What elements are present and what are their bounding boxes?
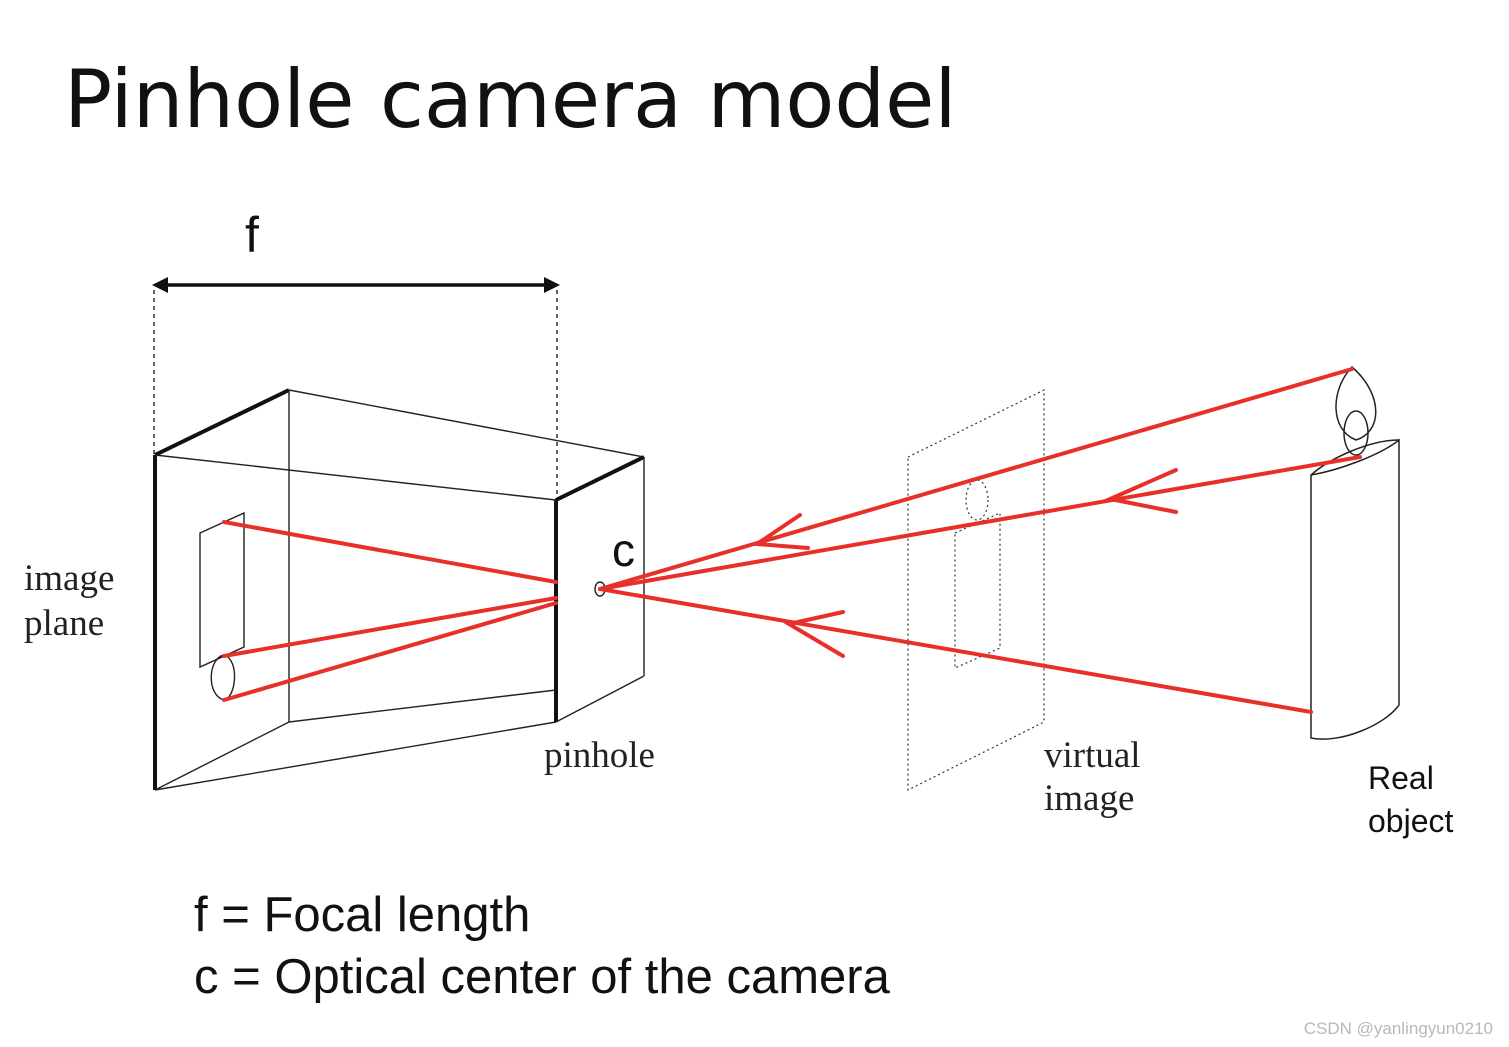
ray-inside-upper (222, 520, 558, 584)
box-bottom-far-edge (288, 689, 557, 723)
virtual-image-flame (965, 479, 989, 521)
optical-center-definition: c = Optical center of the camera (194, 950, 890, 1004)
candle-inner-flame (1343, 410, 1369, 456)
focal-length-dimension: f (152, 207, 560, 498)
ray-top-outer (598, 367, 1354, 591)
definitions-legend: f = Focal length c = Optical center of t… (194, 884, 890, 1008)
inverted-image (199, 511, 245, 701)
candle-top-rim (1310, 439, 1400, 476)
inverted-image-body (199, 511, 245, 669)
image-plane-top-edge (154, 388, 290, 457)
focal-length-arrowhead-right (544, 277, 560, 293)
watermark: CSDN @yanlingyun0210 (1303, 1019, 1493, 1038)
virtual-image-frame (907, 389, 1045, 791)
pinhole-face-bottom-edge (555, 675, 645, 723)
virtual-image-body (954, 512, 1001, 669)
real-object-label-line1: Real (1368, 760, 1434, 796)
optical-center-label: c (612, 524, 635, 576)
virtual-image-plane (907, 389, 1045, 791)
ray-inside-lower (222, 601, 558, 702)
pinhole-label: pinhole (544, 735, 655, 776)
ray-arrowhead-upper (751, 513, 810, 550)
box-top-far-edge (288, 389, 645, 458)
focal-length-definition: f = Focal length (194, 888, 531, 942)
camera-box (153, 388, 645, 791)
candle-outer-flame (1335, 365, 1377, 441)
ray-top-inner (598, 455, 1362, 591)
box-top-near-edge (154, 454, 557, 501)
ray-inside-middle (222, 596, 558, 658)
ray-arrowhead-middle (1103, 468, 1178, 514)
inverted-image-flame (210, 654, 236, 701)
focal-length-label: f (245, 207, 259, 263)
light-rays (222, 367, 1362, 714)
real-object-label-line2: object (1368, 803, 1454, 839)
pinhole-face-top-edge (555, 455, 645, 502)
virtual-image-label-line1: virtual (1044, 735, 1141, 776)
box-bottom-near-edge (154, 721, 557, 791)
ray-bottom (598, 587, 1313, 714)
slide-title: Pinhole camera model (64, 53, 957, 146)
candle-body (1310, 438, 1400, 740)
ray-arrowhead-lower (783, 610, 845, 658)
image-plane-label-line2: plane (24, 603, 104, 644)
image-plane-bottom-edge (154, 721, 290, 791)
focal-length-arrowhead-left (152, 277, 168, 293)
virtual-image-label-line2: image (1044, 778, 1134, 819)
real-object-candle (1310, 365, 1400, 740)
image-plane-label-line1: image (24, 558, 114, 599)
